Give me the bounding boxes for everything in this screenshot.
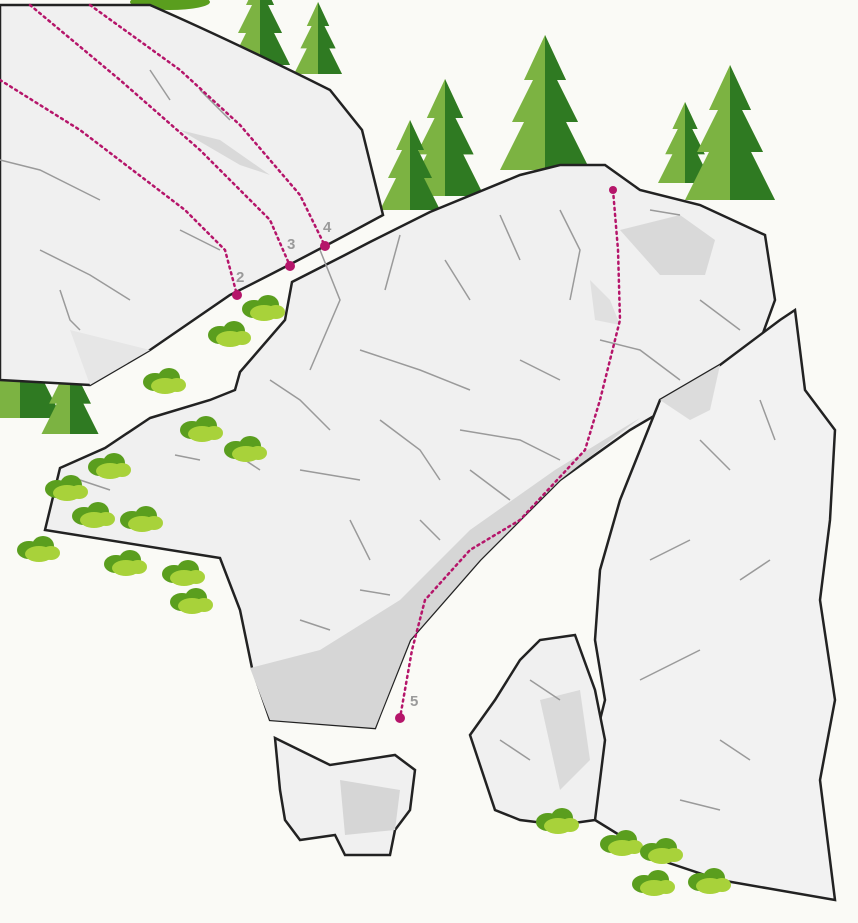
bush-icon xyxy=(143,368,186,394)
bush-icon xyxy=(17,536,60,562)
bush-icon xyxy=(632,870,675,896)
bush-icon xyxy=(162,560,205,586)
route-start-dot[interactable] xyxy=(285,261,295,271)
bush-icon xyxy=(208,321,251,347)
route-top-dot xyxy=(609,186,617,194)
route-label-2[interactable]: 2 xyxy=(236,269,244,286)
bush-icon xyxy=(104,550,147,576)
route-label-3[interactable]: 3 xyxy=(287,236,295,253)
boulder-cluster-bottom xyxy=(470,635,605,825)
route-label-5[interactable]: 5 xyxy=(410,693,418,710)
route-label-4[interactable]: 4 xyxy=(323,219,332,236)
bush-icon xyxy=(170,588,213,614)
tree-icon xyxy=(685,65,775,200)
route-start-dot[interactable] xyxy=(232,290,242,300)
boulder-small-bottom xyxy=(275,738,415,855)
tree-icon xyxy=(294,2,342,74)
bush-icon xyxy=(242,295,285,321)
tree-icon xyxy=(500,35,590,170)
route-start-dot[interactable] xyxy=(395,713,405,723)
route-start-dot[interactable] xyxy=(320,241,330,251)
